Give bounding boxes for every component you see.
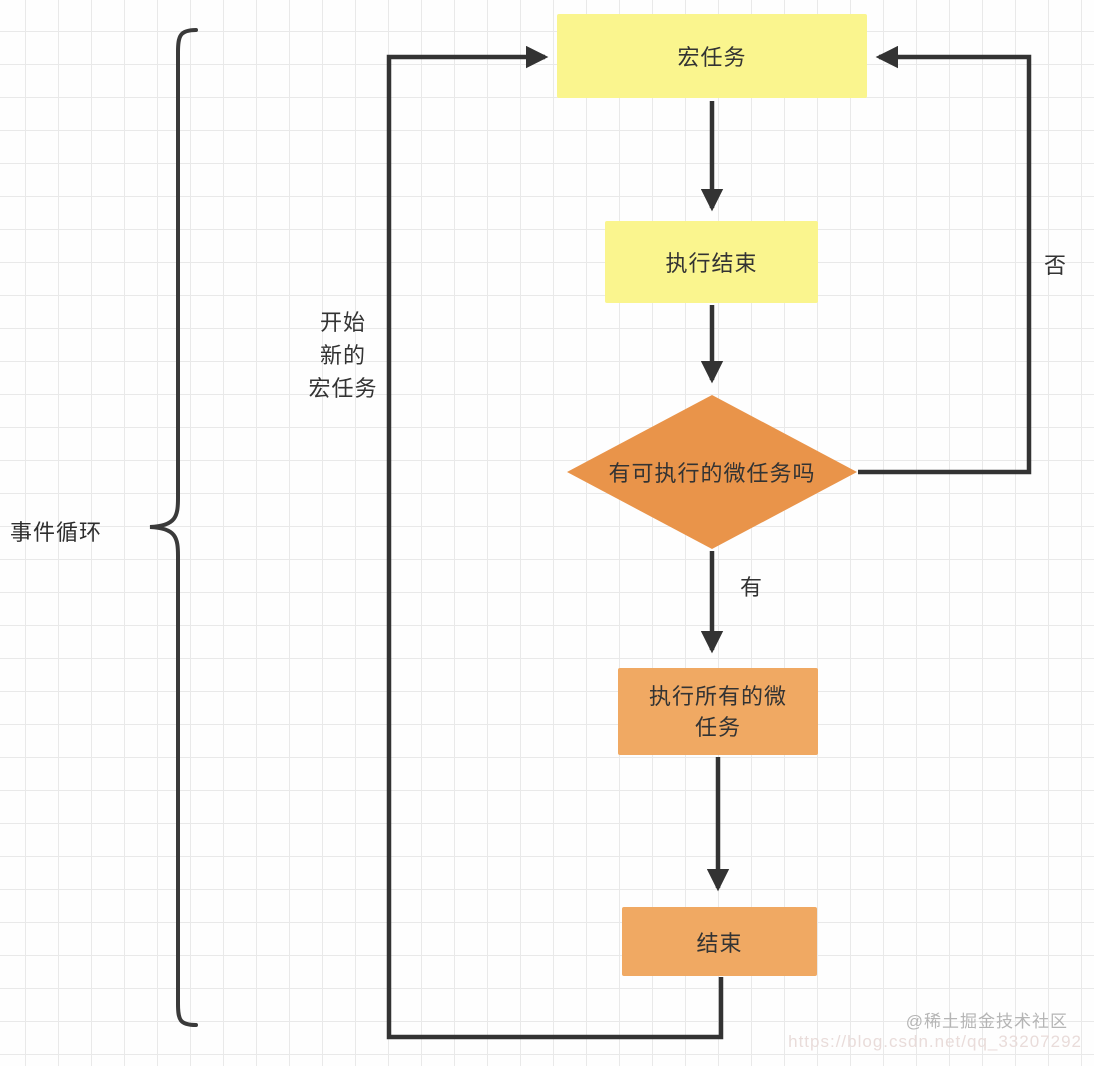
node-execution-end: 执行结束 <box>605 221 818 303</box>
node-microtask-check-label: 有可执行的微任务吗 <box>608 461 816 486</box>
node-macro-task: 宏任务 <box>557 14 867 98</box>
event-loop-brace <box>149 28 198 1027</box>
node-run-all-microtasks: 执行所有的微任务 <box>618 668 818 755</box>
node-end: 结束 <box>622 907 817 976</box>
watermark-url-text: https://blog.csdn.net/qq_33207292 <box>788 1032 1082 1051</box>
watermark-community-text: @稀土掘金技术社区 <box>905 1012 1068 1031</box>
node-run-all-microtasks-label: 执行所有的微任务 <box>648 683 787 740</box>
node-macro-task-label: 宏任务 <box>677 45 747 70</box>
event-loop-brace-label: 事件循环 <box>10 520 103 545</box>
edge-label-start-new-macrotask: 开始 新的 宏任务 <box>308 310 378 401</box>
node-execution-end-label: 执行结束 <box>665 251 758 276</box>
watermark: @稀土掘金技术社区 https://blog.csdn.net/qq_33207… <box>788 1012 1082 1052</box>
edge-no-right-arrow <box>858 45 1032 475</box>
node-end-label: 结束 <box>696 930 743 956</box>
edge-label-no: 否 <box>1044 253 1068 278</box>
edge-label-yes: 有 <box>740 575 764 600</box>
edge-loopback-left-arrow <box>386 45 724 1040</box>
